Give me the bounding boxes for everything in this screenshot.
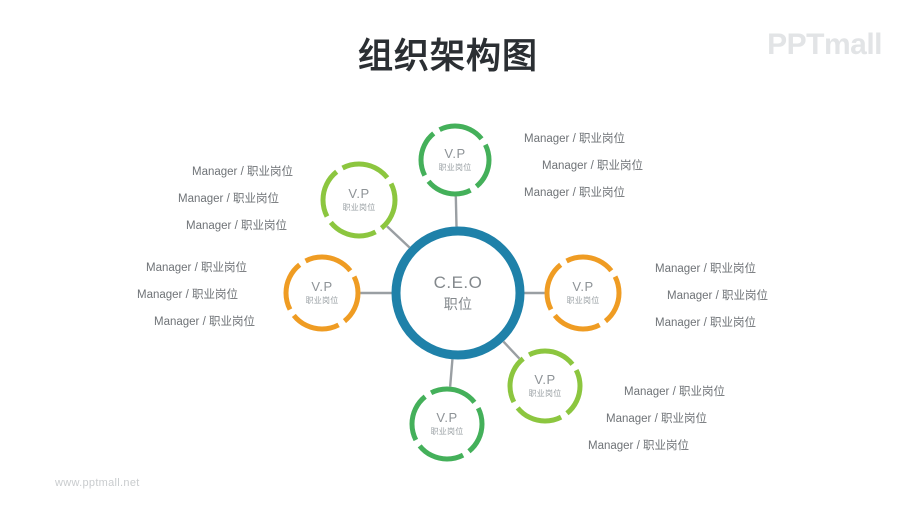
manager-label: Manager / 职业岗位 — [667, 290, 768, 302]
footer-url: www.pptmall.net — [55, 477, 140, 489]
connector-lines — [360, 196, 545, 387]
manager-label: Manager / 职业岗位 — [192, 166, 293, 178]
vp-node-ring[interactable] — [320, 161, 398, 239]
manager-label: Manager / 职业岗位 — [146, 262, 247, 274]
manager-label-group: Manager / 职业岗位 Manager / 职业岗位 Manager / 职业… — [170, 159, 293, 240]
manager-label: Manager / 职业岗位 — [606, 413, 707, 425]
connector-line — [448, 359, 454, 387]
manager-label: Manager / 职业岗位 — [524, 133, 625, 145]
ceo-node-ring[interactable] — [391, 226, 525, 360]
manager-label-group: Manager / 职业岗位 Manager / 职业岗位 Manager / 职业… — [524, 126, 643, 207]
manager-label: Manager / 职业岗位 — [137, 289, 238, 301]
manager-label: Manager / 职业岗位 — [624, 386, 725, 398]
manager-label: Manager / 职业岗位 — [178, 193, 279, 205]
manager-label: Manager / 职业岗位 — [655, 317, 756, 329]
manager-label: Manager / 职业岗位 — [655, 263, 756, 275]
vp-node-ring[interactable] — [418, 123, 492, 197]
vp-node-ring[interactable] — [409, 386, 485, 462]
connector-line — [454, 196, 458, 227]
manager-label: Manager / 职业岗位 — [186, 220, 287, 232]
page-title: 组织架构图 — [358, 37, 539, 76]
vp-node-ring[interactable] — [507, 348, 583, 424]
manager-label: Manager / 职业岗位 — [542, 160, 643, 172]
manager-label: Manager / 职业岗位 — [154, 316, 255, 328]
manager-label: Manager / 职业岗位 — [524, 187, 625, 199]
manager-label: Manager / 职业岗位 — [588, 440, 689, 452]
manager-label-group: Manager / 职业岗位 Manager / 职业岗位 Manager / 职业… — [655, 256, 768, 337]
connector-line — [502, 340, 521, 360]
vp-node-ring[interactable] — [283, 254, 361, 332]
manager-label-group: Manager / 职业岗位 Manager / 职业岗位 Manager / 职业… — [588, 379, 725, 460]
vp-node-ring[interactable] — [544, 254, 622, 332]
connector-line — [386, 225, 411, 249]
manager-label-group: Manager / 职业岗位 Manager / 职业岗位 Manager / 职业… — [137, 255, 255, 336]
pptmall-logo: PPTmall — [767, 28, 882, 61]
